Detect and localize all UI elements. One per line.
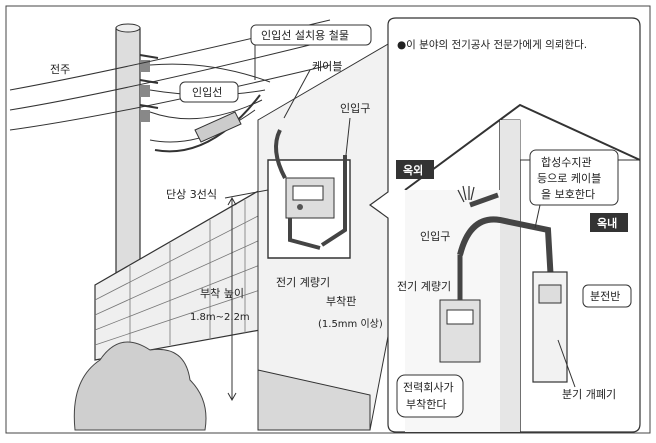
height-dimension: [224, 189, 269, 402]
tag-indoor: 옥내: [597, 216, 617, 230]
label-service-hardware-box: [250, 24, 372, 46]
inset-label-distribution-board: 분전반: [590, 290, 620, 303]
service-wire-label-card: [194, 111, 242, 143]
label-mount-board-spec: (1.5mm 이상): [318, 318, 383, 330]
bush: [73, 341, 207, 431]
leader-entrance: [345, 117, 351, 156]
inset-label-meter: 전기 계량기: [397, 280, 451, 293]
label-service-wire: 인입선: [192, 86, 222, 99]
inset-label-entrance: 인입구: [420, 230, 450, 243]
label-entrance: 인입구: [340, 102, 370, 115]
label-mount-height: 부착 높이: [200, 287, 244, 300]
label-single-phase: 단상 3선식: [166, 188, 217, 201]
power-company-line-1: 전력회사가: [403, 381, 454, 394]
mounting-board-assembly: [267, 129, 351, 259]
distribution-board-box: [582, 284, 632, 308]
frame: [5, 5, 651, 434]
label-service-hardware: 인입선 설치용 철물: [261, 29, 349, 42]
label-mount-height-range: 1.8m~2.2m: [190, 312, 250, 323]
inset-note: ●이 분야의 전기공사 전문가에게 의뢰한다.: [397, 38, 587, 51]
tag-outdoor-box: [396, 160, 434, 179]
conduit-line-1: 합성수지관: [541, 156, 592, 169]
leader-cable: [283, 69, 311, 119]
inset-panel: ●이 분야의 전기공사 전문가에게 의뢰한다. 옥외 옥내 합성수지관 등으로 …: [368, 17, 641, 433]
label-meter: 전기 계량기: [276, 276, 330, 289]
conduit-line-2: 등으로 케이블: [537, 172, 601, 185]
label-mount-board: 부착판: [326, 295, 356, 308]
tag-indoor-box: [590, 213, 628, 232]
power-company-line-2: 부착한다: [406, 398, 446, 411]
tag-outdoor: 옥외: [403, 163, 423, 177]
label-service-wire-box: [179, 81, 239, 103]
power-company-box: [396, 374, 464, 418]
inset-label-branch-switch: 분기 개폐기: [562, 388, 616, 401]
label-pole: 전주: [50, 63, 70, 76]
service-wire-bundle: [154, 94, 261, 153]
label-cable: 케이블: [312, 60, 342, 73]
conduit-line-3: 을 보호한다: [541, 188, 595, 201]
conduit-callout-box: [529, 149, 619, 206]
house-foundation: [257, 369, 371, 431]
